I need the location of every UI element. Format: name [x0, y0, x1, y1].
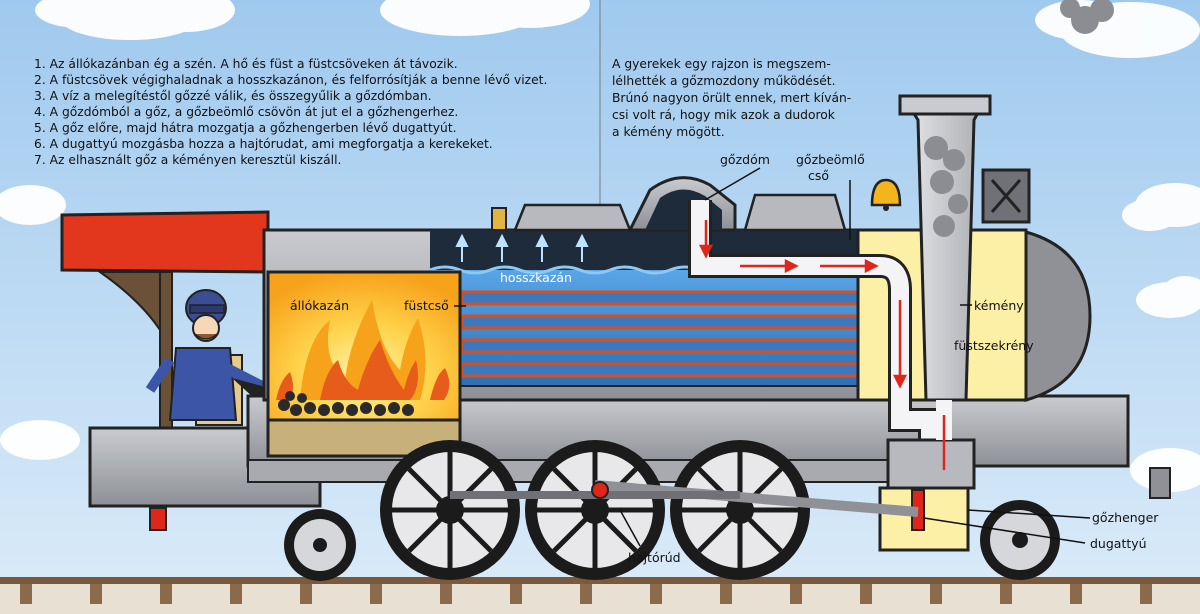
bell-clapper	[883, 205, 889, 211]
step-5: 5. A gőz előre, majd hátra mozgatja a gő…	[34, 121, 457, 135]
drive-wheel	[380, 440, 520, 580]
fire-tubes	[460, 290, 862, 378]
steps-list: 1. Az állókazánban ég a szén. A hő és fü…	[34, 56, 594, 168]
label-piston: dugattyú	[1090, 536, 1147, 551]
step-1: 1. Az állókazánban ég a szén. A hő és fü…	[34, 57, 458, 71]
cloud	[0, 420, 80, 460]
label-cylinder: gőzhenger	[1092, 510, 1159, 525]
step-3: 3. A víz a melegítéstől gőzzé válik, és …	[34, 89, 432, 103]
label-steam-inlet-1: gőzbeömlő	[796, 152, 865, 167]
smokebox-door	[1024, 230, 1092, 402]
ground	[0, 580, 1200, 614]
front-buffer	[1149, 467, 1171, 499]
rear-wheel	[284, 509, 356, 581]
smoke-puffs	[924, 136, 968, 237]
valve-chest	[886, 438, 976, 490]
sleepers	[20, 584, 1152, 604]
headlamp-cross	[990, 179, 1022, 213]
flames	[276, 300, 450, 400]
coal-pile	[278, 391, 414, 416]
cloud	[1122, 183, 1200, 231]
label-long-boiler: hosszkazán	[500, 270, 572, 285]
cloud	[1136, 276, 1200, 318]
label-firebox: állókazán	[290, 298, 350, 313]
whistle	[491, 207, 507, 231]
label-fire-tube: füstcső	[404, 298, 449, 313]
engine-driver-figure	[145, 289, 268, 421]
step-7: 7. Az elhasznált gőz a kéményen keresztü…	[34, 153, 342, 167]
drive-wheel	[670, 440, 810, 580]
steam-flow-arrows	[698, 220, 908, 389]
cloud	[35, 0, 235, 40]
top-dome	[743, 193, 847, 232]
chimney-cap	[898, 94, 992, 116]
intro-line: Brúnó nagyon örült ennek, mert kíván-	[612, 91, 852, 105]
crank-pin	[591, 481, 609, 499]
sand-dome	[513, 203, 632, 232]
cloud	[380, 0, 590, 36]
label-steam-dome: gőzdóm	[720, 152, 770, 167]
bell	[870, 178, 902, 207]
rear-buffer	[149, 507, 167, 531]
connecting-rod	[594, 480, 919, 517]
rail	[0, 577, 1200, 584]
intro-line: lélhették a gőzmozdony működését.	[612, 74, 836, 88]
label-steam-inlet-2: cső	[808, 168, 830, 183]
drive-wheel	[525, 440, 665, 580]
label-connecting-rod: hajtórúd	[628, 550, 681, 565]
front-wheel	[980, 500, 1060, 580]
label-smokebox: füstszekrény	[954, 338, 1034, 353]
step-6: 6. A dugattyú mozgásba hozza a hajtóruda…	[34, 137, 493, 151]
intro-line: csi volt rá, hogy mik azok a dudorok	[612, 108, 835, 122]
label-chimney: kémény	[974, 298, 1024, 313]
step-2: 2. A füstcsövek végighaladnak a hosszkaz…	[34, 73, 548, 87]
steam-arrows	[455, 233, 589, 262]
cloud	[0, 185, 66, 225]
intro-line: a kémény mögött.	[612, 125, 725, 139]
intro-line: A gyerekek egy rajzon is megszem-	[612, 57, 831, 71]
intro-paragraph: A gyerekek egy rajzon is megszem- lélhet…	[612, 56, 912, 141]
smoke-puffs	[1060, 0, 1114, 34]
step-4: 4. A gőzdómból a gőz, a gőzbeömlő csövön…	[34, 105, 459, 119]
cab-roof	[60, 210, 270, 274]
label-pointers	[454, 167, 1091, 547]
